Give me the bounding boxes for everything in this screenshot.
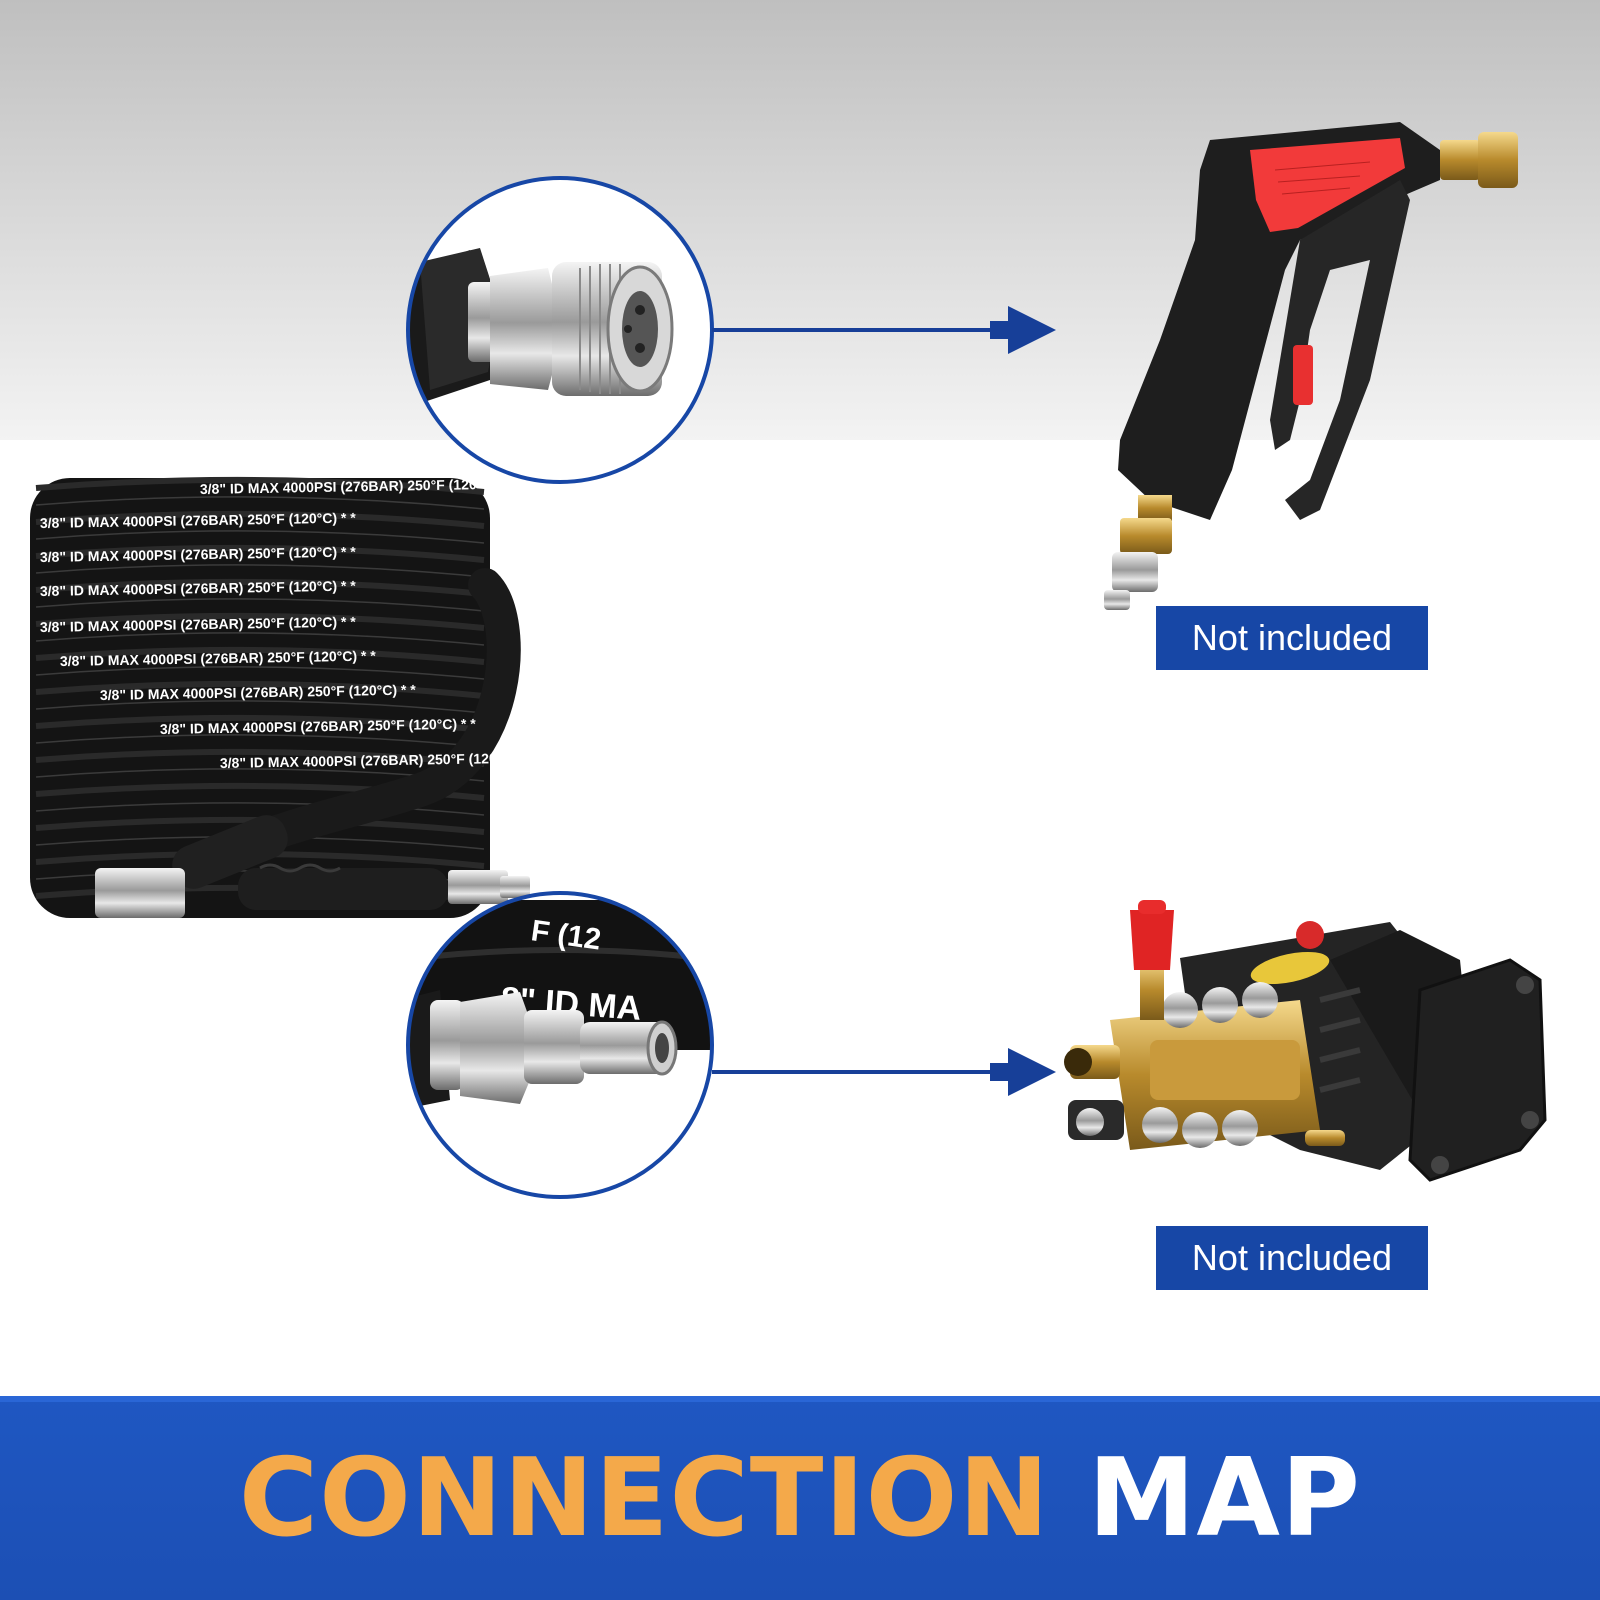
banner-word-connection: CONNECTION: [238, 1435, 1050, 1561]
arrow-to-gun-icon: [712, 306, 1056, 354]
hose-print-5: 3/8" ID MAX 4000PSI (276BAR) 250°F (120°…: [40, 613, 357, 635]
hose-print-2: 3/8" ID MAX 4000PSI (276BAR) 250°F (120°…: [40, 509, 357, 531]
female-quick-connect-zoom: [406, 176, 714, 484]
connection-map-banner: CONNECTION MAP: [0, 1396, 1600, 1600]
pump-not-included-label: Not included: [1191, 1237, 1393, 1278]
gun-not-included-label: Not included: [1191, 617, 1393, 658]
spray-gun-icon: [1104, 122, 1518, 610]
female-quick-connect-icon: [408, 248, 674, 410]
arrow-to-pump-icon: [712, 1048, 1056, 1096]
hose-print-3: 3/8" ID MAX 4000PSI (276BAR) 250°F (120°…: [40, 543, 357, 565]
pressure-washer-pump-icon: [1064, 900, 1547, 1182]
hose-print-6: 3/8" ID MAX 4000PSI (276BAR) 250°F (120°…: [60, 647, 377, 669]
hose-print-1: 3/8" ID MAX 4000PSI (276BAR) 250°F (120°…: [200, 475, 517, 497]
hose-coil-icon: 3/8" ID MAX 4000PSI (276BAR) 250°F (120°…: [30, 475, 536, 918]
hose-print-9: 3/8" ID MAX 4000PSI (276BAR) 250°F (120°…: [220, 749, 537, 771]
hose-print-4: 3/8" ID MAX 4000PSI (276BAR) 250°F (120°…: [40, 577, 357, 599]
banner-word-map: MAP: [1087, 1435, 1362, 1561]
hose-print-8: 3/8" ID MAX 4000PSI (276BAR) 250°F (120°…: [160, 715, 477, 737]
hose-print-7: 3/8" ID MAX 4000PSI (276BAR) 250°F (120°…: [100, 681, 417, 703]
